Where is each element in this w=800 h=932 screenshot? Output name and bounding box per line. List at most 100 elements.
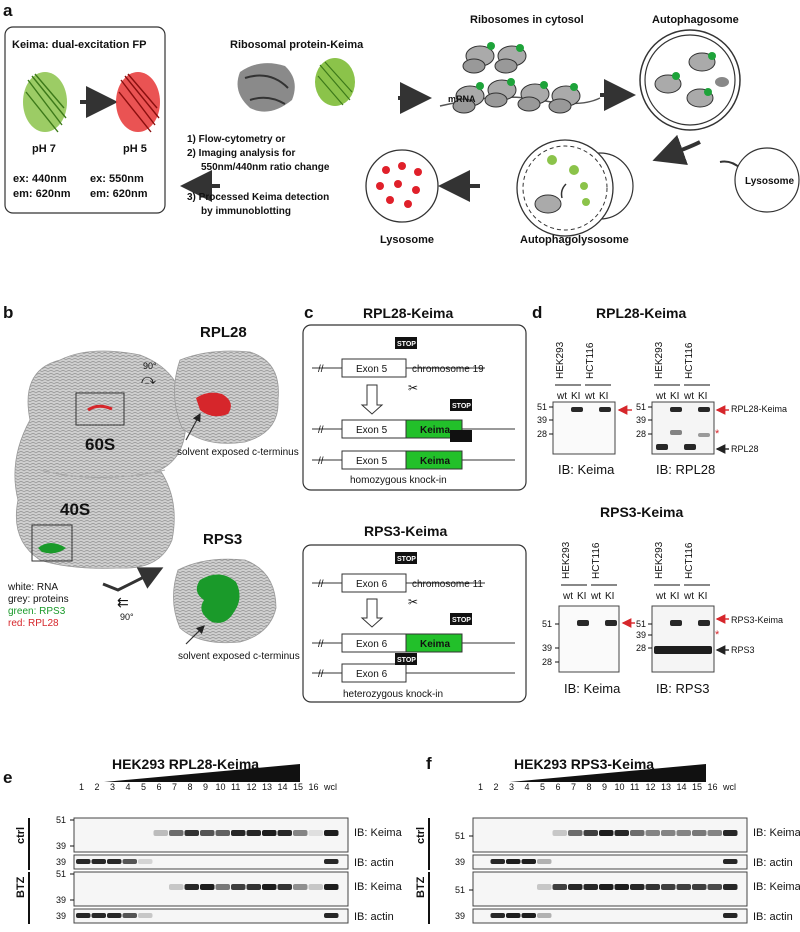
- c-top-box: [302, 324, 527, 491]
- e-blots-btz-actin-band-16: [324, 913, 339, 918]
- f-blots-btz-keima-band-8: [599, 884, 614, 890]
- f-blots-btz-keima-band-4: [537, 884, 552, 890]
- c-top-keima2: Keima: [420, 425, 450, 436]
- e-blots-ctrl-ib-keima: IB: Keima: [354, 827, 403, 839]
- f-blots-btz-keima-band-10: [630, 884, 645, 890]
- c-break4: //: [318, 579, 324, 590]
- f-blots-lane-15: 16: [708, 782, 718, 792]
- c-bot-exon3: Exon 6: [356, 669, 388, 680]
- d-bot-rps3-lane-2: wt: [683, 591, 694, 602]
- c-top-caption: homozygous knock-in: [350, 475, 447, 486]
- f-title: HEK293 RPS3-Keima: [514, 756, 654, 772]
- f-blots-btz-keima-band-6: [568, 884, 583, 890]
- f-blots-btz-actin-frame: [472, 908, 748, 924]
- d-bot-rps3-mw-0: 51: [636, 619, 646, 629]
- c-bot-chrom: chromosome 11: [412, 579, 483, 590]
- f-blots-btz-keima-band-16: [723, 884, 738, 890]
- e-blots-ctrl-actin-frame: [73, 854, 349, 870]
- c-bot-exon1: Exon 6: [356, 579, 388, 590]
- c-top-title: RPL28-Keima: [363, 305, 453, 321]
- e-blots-ctrl-keima-band-14: [293, 830, 308, 836]
- e-blots-ctrl-actin-band-1: [91, 859, 106, 864]
- e-blots-ctrl-actin-band-2: [107, 859, 122, 864]
- f-blots-ctrl-keima-band-16: [723, 830, 738, 836]
- e-blots-btz-keima-mw-1: 39: [56, 895, 66, 905]
- c-top-stop1: [395, 337, 417, 349]
- f-blots-ctrl-keima-band-10: [630, 830, 645, 836]
- e-blots-btz-keima-band-8: [200, 884, 215, 890]
- f-blots-lane-4: 5: [540, 782, 545, 792]
- ribosome-structure: [14, 350, 187, 569]
- c-top-exon-box1: [341, 358, 407, 378]
- e-blots-lane-10: 11: [231, 782, 240, 792]
- method-2b: 550nm/440nm ratio change: [201, 162, 330, 173]
- c-bot-stop1-text: STOP: [397, 556, 416, 563]
- e-blots-lane-7: 8: [188, 782, 193, 792]
- f-blots-btz-keima-band-15: [707, 884, 722, 890]
- d-bot-rps3-frame: [651, 605, 715, 673]
- f-blots-gradient-wedge: [510, 764, 706, 782]
- lysosome: [365, 149, 439, 223]
- d-top-rpl28-cell-1: HCT116: [684, 342, 695, 379]
- method-2: 2) Imaging analysis for: [187, 148, 295, 159]
- f-blots-btz-ib-keima: IB: Keima: [753, 881, 800, 893]
- f-blots-lane-8: 9: [602, 782, 607, 792]
- c-bot-title: RPS3-Keima: [364, 523, 447, 539]
- d-top-keima-cell-0: HEK293: [555, 341, 566, 379]
- d-top-rpl28-mw-0: 51: [636, 402, 646, 412]
- f-blots-btz-actin-mw: 39: [455, 911, 465, 921]
- c-break6: //: [318, 669, 324, 680]
- c-top-stop1-text: STOP: [397, 341, 416, 348]
- e-blots-btz-keima-band-6: [169, 884, 184, 890]
- d-top-rpl28-band-wt1: [656, 444, 668, 450]
- e-blots-ctrl-keima-band-7: [184, 830, 199, 836]
- f-blots-btz-actin-band-1: [490, 913, 505, 918]
- d-label-rps3-keima: RPS3-Keima: [731, 615, 783, 625]
- method-3: 3) Processed Keima detection: [187, 192, 329, 203]
- arrow-to-autophagolysosome: [652, 134, 701, 165]
- e-blots-ctrl-keima-band-8: [200, 830, 215, 836]
- d-bot-keima-lane-3: KI: [605, 591, 614, 602]
- c-top-keima-box3: [405, 450, 463, 470]
- autophagolysosome: [516, 139, 634, 237]
- autophagosome-label: Autophagosome: [652, 14, 739, 26]
- d-bot-keima-frame: [558, 605, 620, 673]
- d-bot-keima-mw-2: 28: [542, 657, 552, 667]
- c-top-keima-box2: [405, 419, 463, 439]
- d-top-keima-lane-2: wt: [584, 391, 595, 402]
- e-blots-ctrl-keima-band-9: [215, 830, 230, 836]
- em1-label: em: 620nm: [13, 188, 71, 200]
- d-label-rpl28-keima: RPL28-Keima: [731, 404, 787, 414]
- ribosomes-label: Ribosomes in cytosol: [470, 14, 584, 26]
- d-bot-rps3-mw-2: 28: [636, 643, 646, 653]
- f-blots-lane-13: 14: [677, 782, 687, 792]
- rpl28-mark: [87, 404, 113, 412]
- c-bot-exon2: Exon 6: [356, 639, 388, 650]
- e-blots-gradient-wedge: [104, 764, 300, 782]
- solvent-label-2: solvent exposed c-terminus: [178, 651, 300, 662]
- mrna-label: mRNA: [448, 94, 476, 104]
- d-top-keima-mw-1: 39: [537, 415, 547, 425]
- c-bot-stop2: [450, 613, 472, 625]
- d-top-title: RPL28-Keima: [596, 305, 686, 321]
- e-blots-ctrl-keima-band-5: [153, 830, 168, 836]
- e-blots-lane-3: 4: [126, 782, 131, 792]
- e-blots-ctrl-keima-band-16: [324, 830, 339, 836]
- d-bot-keima-cell-1: HCT116: [591, 542, 602, 579]
- e-blots-btz-keima-band-7: [184, 884, 199, 890]
- e-blots-ctrl-keima-band-6: [169, 830, 184, 836]
- c-bot-exon-box3: [341, 663, 407, 683]
- e-blots-btz-keima-band-15: [308, 884, 323, 890]
- c-bot-caption: heterozygous knock-in: [343, 689, 443, 700]
- f-blots-lane-14: 15: [692, 782, 702, 792]
- c-top-chrom: chromosome 19: [412, 364, 484, 375]
- e-blots-btz-actin-band-0: [76, 913, 91, 918]
- d-ib-keima-top: IB: Keima: [558, 462, 615, 477]
- d-bot-keima-cell-0: HEK293: [561, 541, 572, 579]
- d-bot-rps3-star: *: [715, 629, 720, 641]
- f-blots-ctrl-keima-mw-0: 51: [455, 831, 465, 841]
- f-blots-ctrl-keima-band-11: [645, 830, 660, 836]
- d-bot-rps3-band-ki1: [670, 620, 682, 626]
- autophagosome: [639, 29, 741, 131]
